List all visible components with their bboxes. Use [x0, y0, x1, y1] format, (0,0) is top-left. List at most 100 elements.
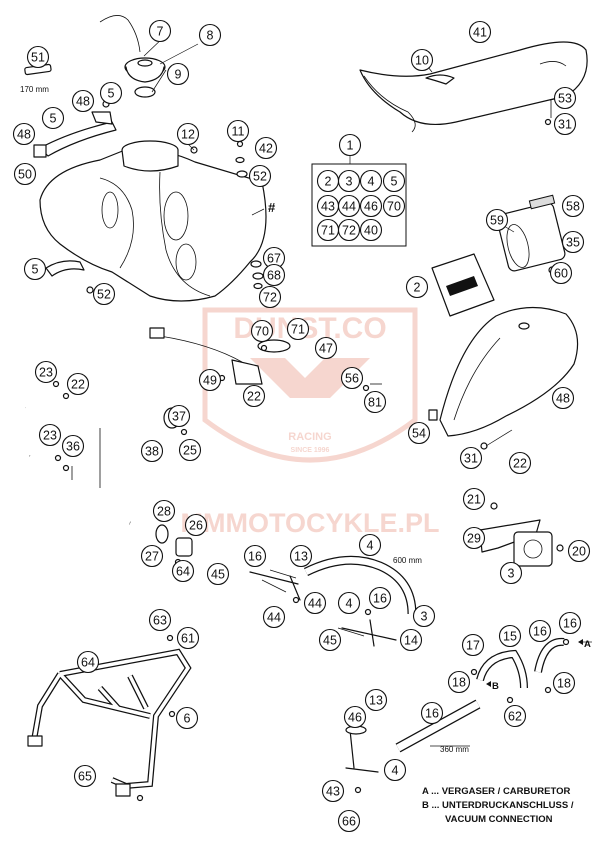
callout-label: 14: [404, 634, 418, 648]
callout-label: 20: [572, 545, 586, 559]
legend: A ... VERGASER / CARBURETOR B ... UNTERD…: [422, 786, 574, 825]
callout-46: 46: [343, 705, 367, 729]
callout-label: 18: [557, 677, 571, 691]
callout-label: 59: [490, 214, 504, 228]
callout-label: 13: [294, 550, 308, 564]
callout-3: 3: [337, 169, 361, 193]
callout-label: 46: [364, 200, 378, 214]
part-fuel-tap-right: [341, 619, 397, 647]
callout-4: 4: [358, 533, 382, 557]
callout-label: 40: [364, 224, 378, 238]
callout-72: 72: [337, 218, 361, 242]
callout-22: 22: [66, 372, 90, 396]
callout-15: 15: [498, 624, 522, 648]
callout-42: 42: [254, 136, 278, 160]
callout-7: 7: [148, 19, 172, 43]
part-tank-support-frame: [25, 400, 151, 526]
callout-label: 13: [369, 694, 383, 708]
callout-label: 81: [368, 396, 382, 410]
callout-48: 48: [12, 122, 36, 146]
callout-label: 60: [554, 267, 568, 281]
part-seat: [359, 41, 588, 125]
watermark: DUNST.CO RACING SINCE 1996 MMMOTOCYKLE.P…: [181, 307, 440, 538]
callout-45: 45: [206, 562, 230, 586]
callout-label: 28: [157, 505, 171, 519]
callout-label: 66: [342, 815, 356, 829]
part-tank-bracket: [39, 121, 117, 157]
callout-2: 2: [316, 169, 340, 193]
callout-label: 64: [176, 565, 190, 579]
callout-label: 36: [66, 440, 80, 454]
callout-label: 1: [347, 139, 354, 153]
callout-29: 29: [462, 526, 486, 550]
callout-label: 16: [373, 592, 387, 606]
part-small-bracket: [45, 260, 85, 277]
parts: [24, 15, 592, 802]
callout-48: 48: [71, 89, 95, 113]
callout-label: 63: [153, 614, 167, 628]
callout-label: 4: [346, 597, 353, 611]
callout-label: 51: [31, 51, 45, 65]
callout-label: 6: [184, 712, 191, 726]
callout-66: 66: [337, 809, 361, 833]
callout-label: 9: [175, 68, 182, 82]
callout-5: 5: [99, 81, 123, 105]
callout-label: 38: [145, 445, 159, 459]
callout-44: 44: [303, 591, 327, 615]
callout-label: 5: [32, 263, 39, 277]
callout-70: 70: [382, 194, 406, 218]
part-breather-hose: [99, 15, 141, 53]
part-fuel-tank: [39, 148, 267, 302]
callout-label: 52: [253, 170, 267, 184]
callout-label: 16: [563, 617, 577, 631]
callout-label: 37: [172, 410, 186, 424]
callout-8: 8: [198, 23, 222, 47]
watermark-since: SINCE 1996: [291, 447, 330, 454]
callout-label: 2: [414, 281, 421, 295]
callout-46: 46: [359, 194, 383, 218]
callout-label: 43: [321, 200, 335, 214]
callout-16: 16: [558, 611, 582, 635]
callout-27: 27: [140, 544, 164, 568]
callout-62: 62: [503, 704, 527, 728]
dim-360mm: 360 mm: [440, 745, 469, 754]
callout-23: 23: [34, 360, 58, 384]
callout-label: 8: [207, 29, 214, 43]
callout-36: 36: [61, 434, 85, 458]
callout-38: 38: [140, 439, 164, 463]
callout-21: 21: [462, 487, 486, 511]
callout-50: 50: [13, 162, 37, 186]
part-wiring-harness: [159, 335, 243, 363]
callout-label: 17: [466, 639, 480, 653]
watermark-racing: RACING: [288, 431, 331, 443]
callout-54: 54: [407, 421, 431, 445]
callout-label: 11: [232, 125, 245, 139]
callout-label: 52: [97, 288, 111, 302]
callout-70: 70: [250, 319, 274, 343]
callout-49: 49: [198, 368, 222, 392]
callout-label: 72: [342, 224, 356, 238]
connection-letter-a: A: [584, 639, 591, 650]
callout-label: 18: [452, 676, 466, 690]
callout-label: 22: [247, 390, 261, 404]
callout-64: 64: [171, 559, 195, 583]
callout-45: 45: [318, 628, 342, 652]
callout-31: 31: [553, 112, 577, 136]
callout-18: 18: [447, 670, 471, 694]
part-cap-gasket: [134, 86, 156, 98]
callout-label: 43: [326, 785, 340, 799]
callout-13: 13: [289, 544, 313, 568]
callout-label: 58: [566, 200, 580, 214]
callout-label: 70: [387, 200, 401, 214]
callout-43: 43: [316, 194, 340, 218]
callout-5: 5: [382, 169, 406, 193]
callout-41: 41: [468, 20, 492, 44]
callout-label: 5: [391, 175, 398, 189]
callout-2: 2: [405, 275, 429, 299]
callout-label: 10: [415, 54, 429, 68]
callout-label: 67: [267, 252, 281, 266]
callout-label: 65: [78, 770, 92, 784]
callout-label: 4: [367, 539, 374, 553]
callout-label: 48: [17, 128, 31, 142]
callout-37: 37: [167, 404, 191, 428]
